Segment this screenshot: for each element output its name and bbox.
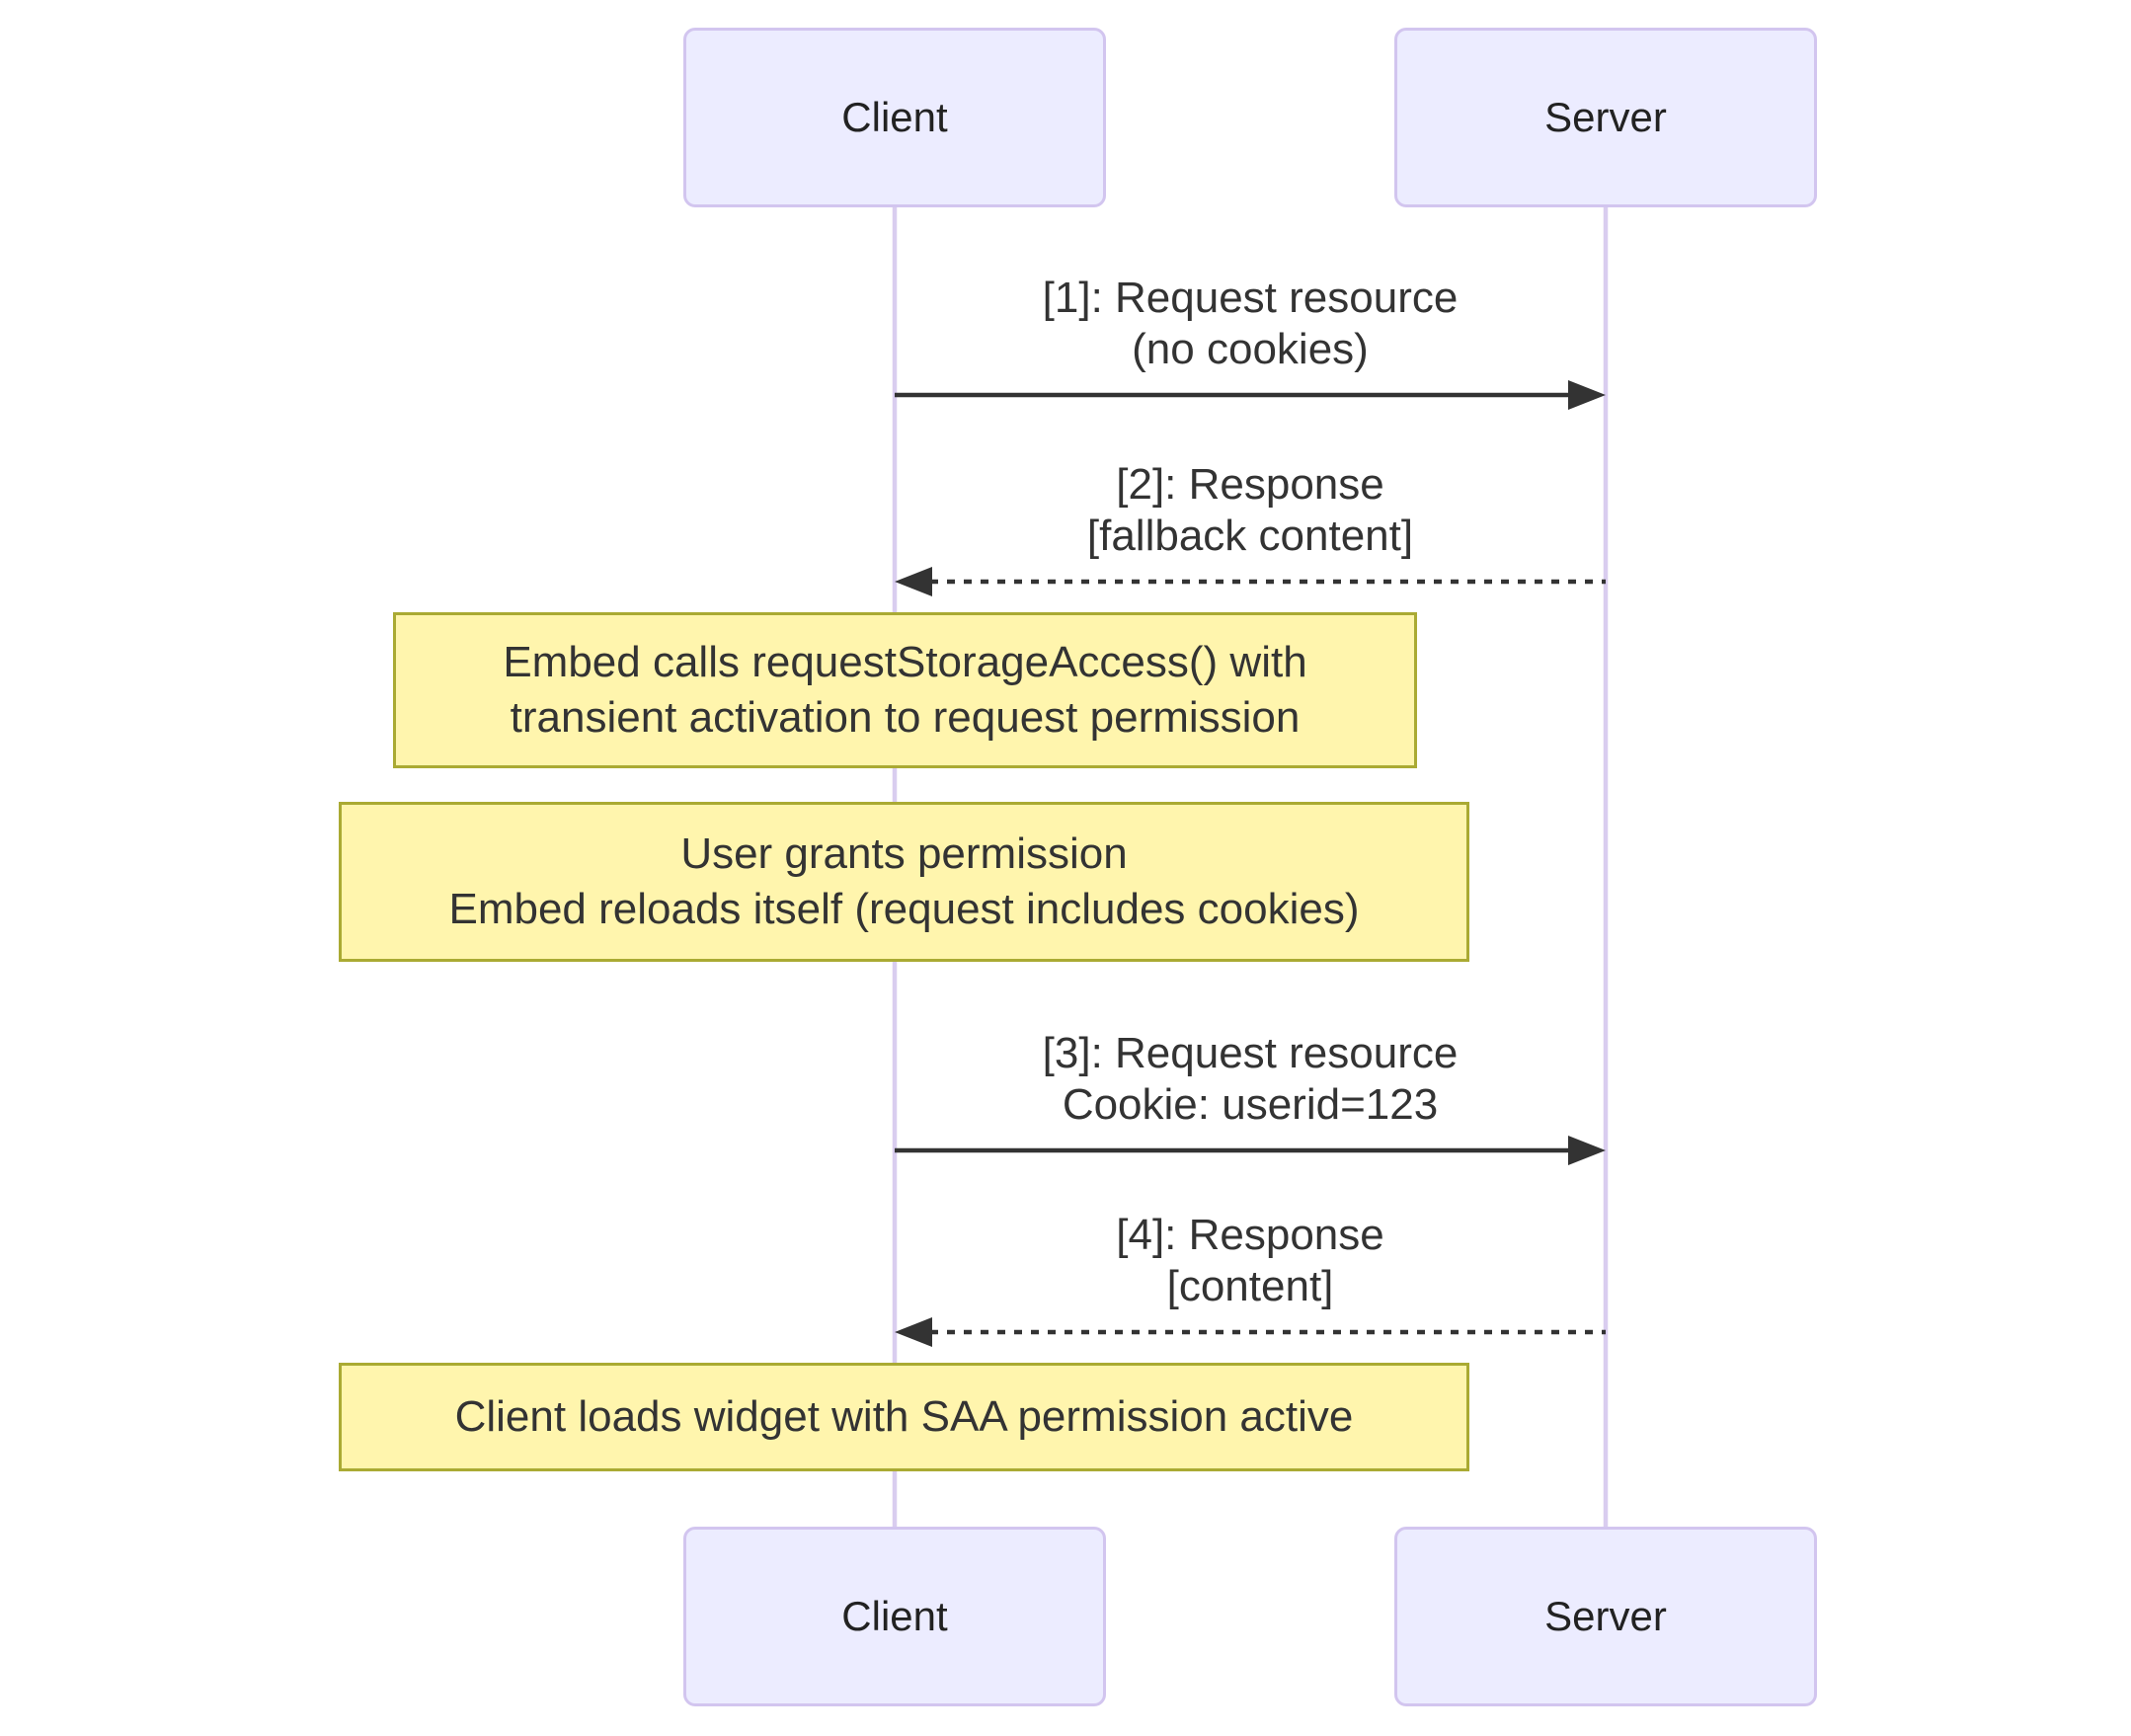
message-text-line: [2]: Response — [1116, 460, 1384, 509]
note-text-line: Embed reloads itself (request includes c… — [448, 885, 1360, 933]
message-text-line: [fallback content] — [1086, 512, 1414, 560]
message-text-line: Cookie: userid=123 — [1062, 1080, 1439, 1129]
message-3-label: [3]: Request resource Cookie: userid=123 — [806, 1028, 1695, 1131]
note-user-grants: User grants permission Embed reloads its… — [339, 802, 1469, 962]
message-2-arrowhead — [895, 567, 932, 596]
actor-label-server: Server — [1544, 1593, 1667, 1639]
message-3-arrowhead — [1568, 1136, 1606, 1165]
actor-label-client: Client — [841, 1593, 948, 1639]
message-2-label: [2]: Response [fallback content] — [806, 459, 1695, 562]
note-text-line: User grants permission — [680, 829, 1128, 878]
actor-box-client-top: Client — [683, 28, 1106, 207]
note-text-line: Client loads widget with SAA permission … — [454, 1392, 1354, 1441]
message-1-label: [1]: Request resource (no cookies) — [806, 273, 1695, 375]
actor-label-server: Server — [1544, 94, 1667, 140]
note-text-line: Embed calls requestStorageAccess() with — [503, 638, 1307, 686]
actor-box-client-bottom: Client — [683, 1527, 1106, 1706]
note-storage-access: Embed calls requestStorageAccess() with … — [393, 612, 1417, 768]
note-text-line: transient activation to request permissi… — [510, 693, 1301, 742]
message-4-label: [4]: Response [content] — [806, 1210, 1695, 1312]
message-text-line: [content] — [1166, 1262, 1334, 1310]
message-text-line: [3]: Request resource — [1042, 1029, 1459, 1077]
message-4-arrowhead — [895, 1317, 932, 1347]
message-1-arrowhead — [1568, 380, 1606, 410]
message-text-line: [1]: Request resource — [1042, 274, 1459, 322]
message-text-line: [4]: Response — [1116, 1211, 1384, 1259]
message-text-line: (no cookies) — [1132, 325, 1369, 373]
actor-label-client: Client — [841, 94, 948, 140]
actor-box-server-bottom: Server — [1394, 1527, 1817, 1706]
note-widget-loaded: Client loads widget with SAA permission … — [339, 1363, 1469, 1471]
actor-box-server-top: Server — [1394, 28, 1817, 207]
